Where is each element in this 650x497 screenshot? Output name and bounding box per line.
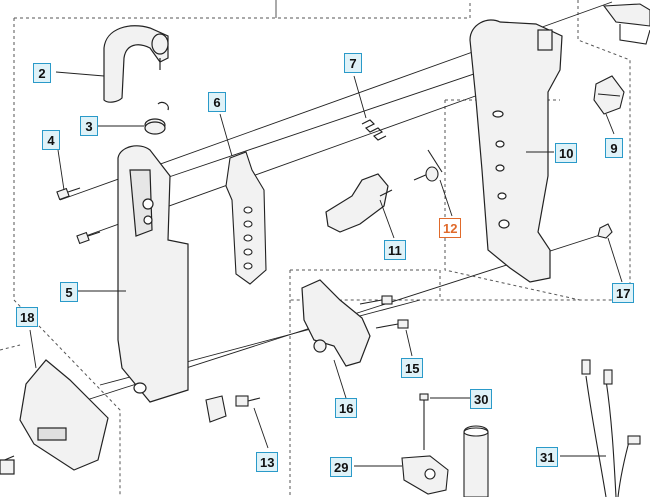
part-29-clamp bbox=[401, 455, 449, 495]
part-31-cable bbox=[581, 359, 641, 497]
callout-31[interactable]: 31 bbox=[536, 447, 559, 467]
callout-11[interactable]: 11 bbox=[384, 240, 406, 260]
part-12-pin bbox=[413, 149, 443, 182]
part-9-bracket bbox=[593, 75, 625, 115]
tube bbox=[463, 425, 489, 497]
callout-29[interactable]: 29 bbox=[330, 457, 353, 477]
part-11-throttle-lockout bbox=[325, 173, 393, 233]
part-30-bolt bbox=[419, 393, 429, 450]
callout-6[interactable]: 6 bbox=[208, 92, 226, 112]
callout-7[interactable]: 7 bbox=[344, 53, 362, 73]
callout-18[interactable]: 18 bbox=[16, 307, 39, 327]
callout-15[interactable]: 15 bbox=[401, 358, 424, 378]
part-2-loop-handle bbox=[103, 25, 169, 103]
part-3-clamp-ring bbox=[144, 101, 169, 135]
callout-3[interactable]: 3 bbox=[80, 116, 98, 136]
callout-12[interactable]: 12 bbox=[439, 218, 462, 238]
part-13-clip bbox=[205, 395, 261, 423]
part-16-lever-bracket bbox=[301, 279, 371, 367]
part-5-handle-housing bbox=[117, 145, 189, 403]
part-18-cover bbox=[0, 359, 109, 475]
callout-4[interactable]: 4 bbox=[42, 130, 60, 150]
top-right-attachment bbox=[602, 3, 650, 45]
part-4-screw bbox=[56, 187, 101, 245]
part-6-trigger-lever bbox=[225, 151, 267, 285]
callout-13[interactable]: 13 bbox=[256, 452, 279, 472]
callout-5[interactable]: 5 bbox=[60, 282, 78, 302]
callout-9[interactable]: 9 bbox=[605, 138, 623, 158]
callout-10[interactable]: 10 bbox=[555, 143, 578, 163]
callout-17[interactable]: 17 bbox=[612, 283, 635, 303]
callout-16[interactable]: 16 bbox=[335, 398, 358, 418]
leader-lines bbox=[29, 71, 623, 467]
part-10-handle-half bbox=[469, 19, 563, 283]
callout-2[interactable]: 2 bbox=[33, 63, 51, 83]
callout-30[interactable]: 30 bbox=[470, 389, 493, 409]
part-17-nut bbox=[597, 223, 613, 239]
part-7-spring bbox=[361, 119, 387, 141]
part-15-screws bbox=[359, 295, 409, 329]
